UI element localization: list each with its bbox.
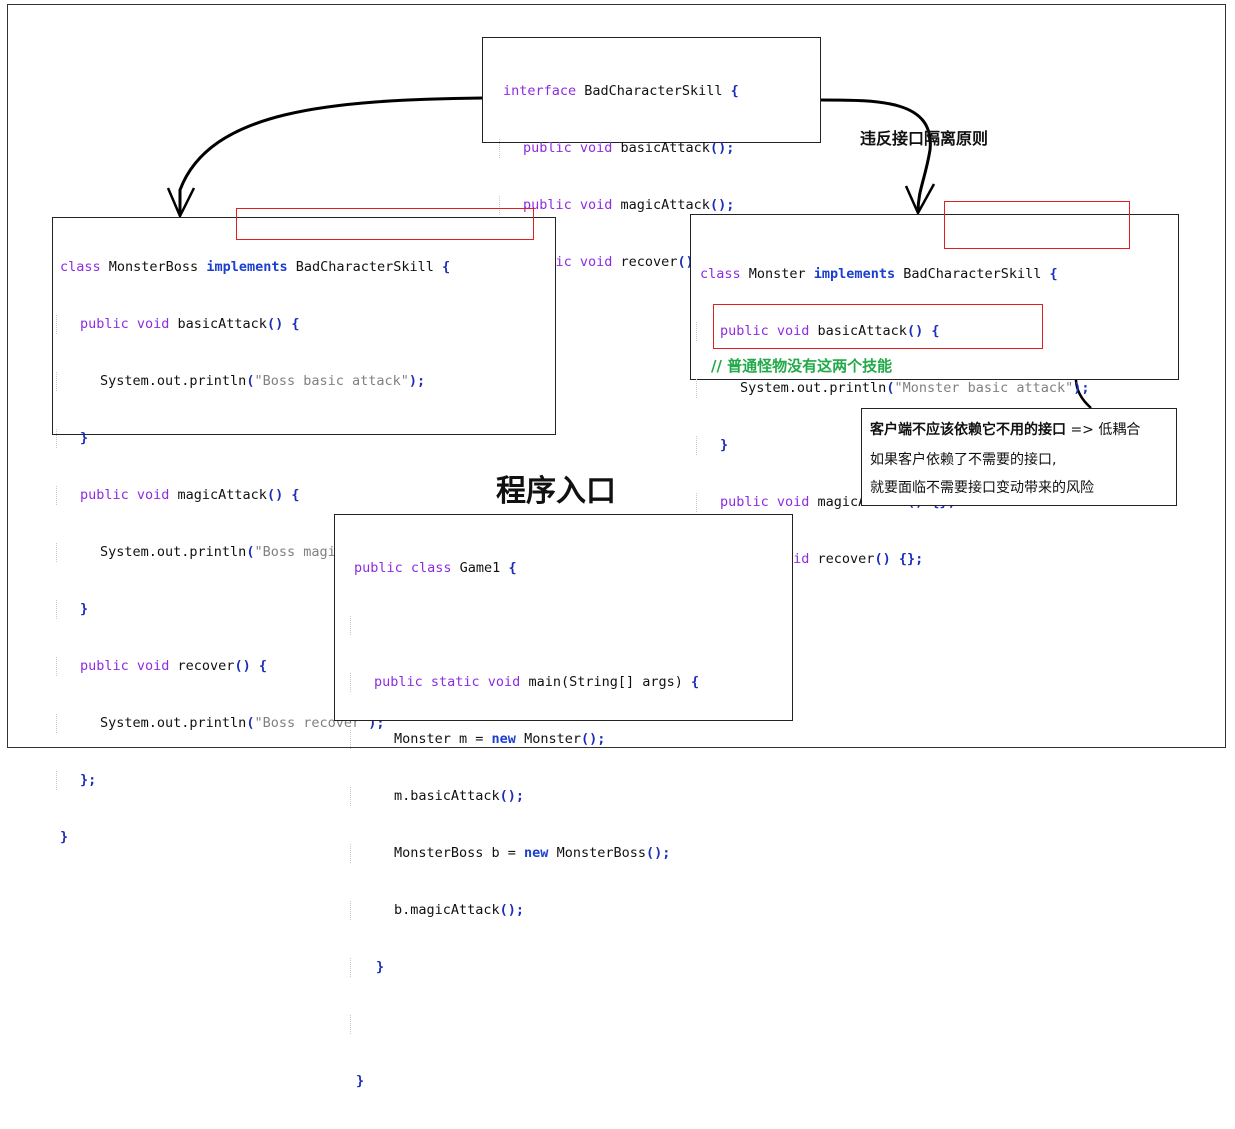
monster-basicattack-signature: public void basicAttack() {: [696, 322, 1090, 341]
boss-magicattack-close: }: [55, 600, 450, 619]
diagram-frame: [7, 4, 1226, 748]
game-stmt-1: Monster m = new Monster();: [349, 730, 699, 749]
monster-iface-highlight: [944, 201, 1130, 249]
monster-basicattack-close: }: [696, 436, 1090, 455]
boss-basicattack-close: }: [55, 429, 450, 448]
game-blank-1: [349, 616, 699, 635]
arrow-to-monsterboss: [178, 96, 484, 215]
game-stmt-2: m.basicAttack();: [349, 787, 699, 806]
note-line-3: 就要面临不需要接口变动带来的风险: [870, 480, 1094, 496]
monster-basicattack-body: System.out.println("Monster basic attack…: [696, 379, 1090, 398]
interface-line-2: public void basicAttack();: [499, 139, 739, 158]
interface-line-1: interface BadCharacterSkill {: [503, 83, 739, 99]
principle-note: 客户端不应该依赖它不用的接口 => 低耦合 如果客户依赖了不需要的接口, 就要面…: [861, 408, 1177, 506]
game-main-signature: public static void main(String[] args) {: [349, 673, 699, 692]
game-class-close: }: [356, 1073, 365, 1089]
boss-basicattack-signature: public void basicAttack() {: [55, 315, 450, 334]
monster-comment: // 普通怪物没有这两个技能: [711, 357, 893, 375]
interface-box: interface BadCharacterSkill { public voi…: [482, 37, 821, 327]
monster-unused-methods-highlight: [713, 304, 1043, 349]
monster-box: class Monster implements BadCharacterSki…: [690, 201, 1179, 624]
boss-magicattack-signature: public void magicAttack() {: [55, 486, 450, 505]
game-blank-2: [349, 1015, 699, 1034]
boss-recover-body: System.out.println("Boss recover");: [55, 714, 450, 733]
entry-title: 程序入口: [496, 474, 616, 509]
interface-line-3: public void magicAttack();: [499, 196, 739, 215]
boss-recover-signature: public void recover() {: [55, 657, 450, 676]
note-line-2: 如果客户依赖了不需要的接口,: [870, 452, 1057, 468]
game-main-close: }: [349, 958, 699, 977]
arrowhead-monster: [904, 183, 936, 216]
game-stmt-4: b.magicAttack();: [349, 901, 699, 920]
monster-class-declaration: class Monster implements BadCharacterSki…: [700, 266, 1058, 282]
arrowhead-monsterboss: [166, 187, 196, 219]
arrow-to-monster: [820, 98, 932, 213]
boss-implements-highlight: [236, 208, 534, 240]
note-line-1: 客户端不应该依赖它不用的接口 => 低耦合: [870, 422, 1141, 438]
boss-class-declaration: class MonsterBoss implements BadCharacte…: [60, 259, 451, 275]
violation-label: 违反接口隔离原则: [860, 129, 989, 148]
boss-basicattack-body: System.out.println("Boss basic attack");: [55, 372, 450, 391]
game-class-declaration: public class Game1 {: [354, 560, 517, 576]
monsterboss-box: class MonsterBoss implements BadCharacte…: [52, 208, 556, 845]
game-stmt-3: MonsterBoss b = new MonsterBoss();: [349, 844, 699, 863]
game-box: public class Game1 { public static void …: [334, 514, 793, 1089]
